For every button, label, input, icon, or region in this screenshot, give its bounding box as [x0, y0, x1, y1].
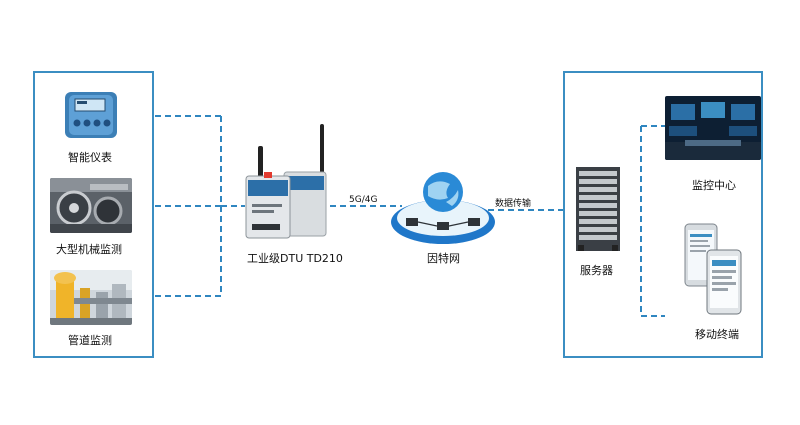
pipeline-label: 管道监测 — [68, 334, 112, 347]
pipeline-icon — [50, 270, 132, 325]
mobile-phone-icon — [683, 222, 743, 318]
smart-meter-icon — [63, 91, 119, 139]
server-label: 服务器 — [580, 264, 613, 277]
dtu-router-icon — [240, 124, 330, 240]
internet-cloud-icon — [388, 168, 498, 246]
link-5g4g-label: 5G/4G — [349, 195, 378, 205]
internet-label: 因特网 — [427, 252, 460, 265]
machinery-icon — [50, 178, 132, 233]
machinery-label: 大型机械监测 — [56, 243, 122, 256]
monitor-center-icon — [665, 96, 761, 160]
monitor-center-label: 监控中心 — [692, 179, 736, 192]
mobile-terminal-label: 移动终端 — [695, 328, 739, 341]
server-rack-icon — [574, 167, 622, 253]
dtu-label: 工业级DTU TD210 — [247, 252, 343, 265]
data-transfer-label: 数据传输 — [495, 199, 532, 209]
left-device-group — [33, 71, 154, 358]
right-device-group — [563, 71, 763, 358]
smart-meter-label: 智能仪表 — [68, 151, 112, 164]
